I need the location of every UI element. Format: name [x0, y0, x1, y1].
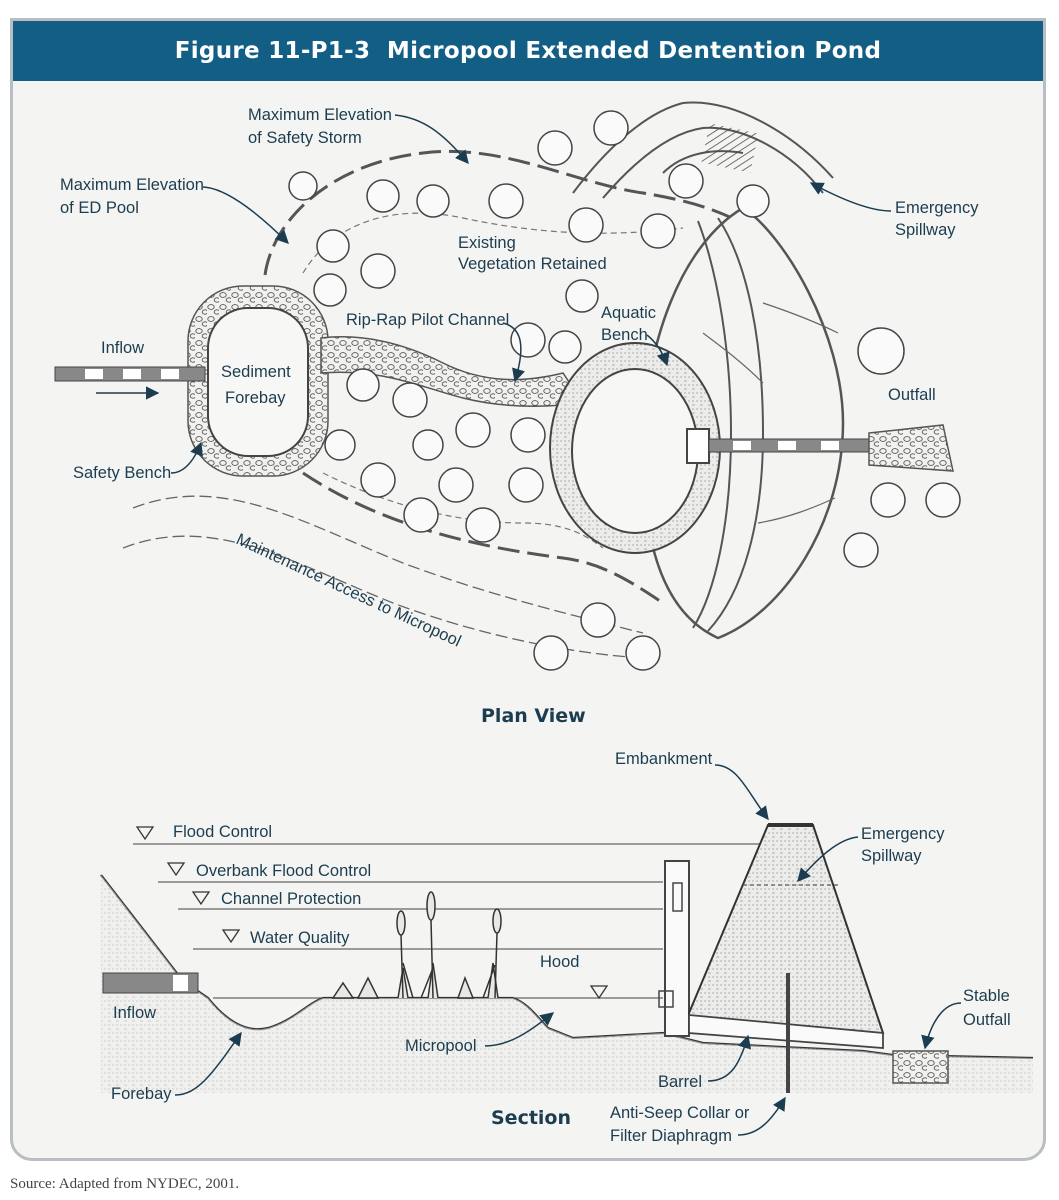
outlet-barrel-joint2 — [778, 441, 796, 450]
label-max-safety-2: of Safety Storm — [248, 129, 362, 147]
label-safety-bench: Safety Bench — [73, 464, 171, 482]
spillway-hatch — [701, 123, 759, 173]
arrow-antiseep — [737, 1096, 786, 1136]
micropool-plan — [571, 368, 699, 534]
label-channel: Channel Protection — [221, 890, 361, 908]
safety-storm-boundary — [263, 149, 764, 276]
arrow-max-ed — [202, 186, 289, 244]
arrow-barrel — [707, 1034, 752, 1082]
label-outfall-plan: Outfall — [888, 386, 936, 404]
label-forebay: Forebay — [111, 1085, 172, 1103]
embankment-plan-inner2 — [692, 220, 733, 629]
inflow-pipe-joint1 — [85, 369, 103, 379]
maintenance-road-a — [132, 495, 644, 634]
embankment-plan-inner — [707, 217, 765, 632]
label-sediment-2: Forebay — [225, 389, 286, 407]
label-maintenance: Maintenance Access to Micropool — [233, 530, 463, 650]
label-emergency-1: Emergency — [895, 199, 979, 217]
label-stable-2: Outfall — [963, 1011, 1011, 1029]
label-emergency-section-1: Emergency — [861, 825, 945, 843]
label-hood: Hood — [540, 953, 579, 971]
label-aquatic-2: Bench — [601, 326, 648, 344]
section-title: Section — [491, 1107, 571, 1129]
label-max-ed-1: Maximum Elevation — [60, 176, 204, 194]
outlet-riser — [686, 428, 710, 464]
riser — [664, 860, 690, 1037]
label-max-ed-2: of ED Pool — [60, 199, 139, 217]
label-stable-1: Stable — [963, 987, 1010, 1005]
riser-orifice — [672, 882, 683, 912]
label-inflow-plan: Inflow — [101, 339, 144, 357]
embankment-arc3 — [702, 332, 764, 384]
arrow-safety-bench — [170, 441, 203, 474]
label-riprap: Rip-Rap Pilot Channel — [346, 311, 509, 329]
arrow-aquatic — [646, 334, 670, 367]
arrow-max-safety — [394, 114, 469, 165]
outlet-barrel-joint3 — [821, 441, 839, 450]
label-emergency-section-2: Spillway — [861, 847, 922, 865]
plan-view-title: Plan View — [481, 705, 586, 727]
figure-title: Figure 11-P1-3 Micropool Extended Denten… — [174, 38, 882, 64]
arrow-stable — [921, 1002, 962, 1050]
inflow-pipe-joint3 — [161, 369, 179, 379]
forebay-pool — [207, 307, 309, 457]
label-water-quality: Water Quality — [250, 929, 350, 947]
label-flood-control: Flood Control — [173, 823, 272, 841]
outfall-riprap — [868, 424, 954, 472]
label-existing-2: Vegetation Retained — [458, 255, 607, 273]
label-aquatic-1: Aquatic — [601, 304, 656, 322]
trees — [288, 110, 961, 671]
hood-box — [658, 990, 674, 1008]
plan-view: Maximum Elevation of Safety Storm Maximu… — [54, 101, 979, 727]
figure-frame: Figure 11-P1-3 Micropool Extended Denten… — [10, 18, 1046, 1161]
inflow-pipe-joint2 — [123, 369, 141, 379]
label-micropool: Micropool — [405, 1037, 477, 1055]
label-max-safety-1: Maximum Elevation — [248, 106, 392, 124]
label-existing-1: Existing — [458, 234, 516, 252]
label-barrel: Barrel — [658, 1073, 702, 1091]
arrow-micropool — [484, 1012, 555, 1047]
section-view: Embankment Emergency Spillway Flood Cont… — [100, 750, 1034, 1145]
outlet-barrel-joint1 — [733, 441, 751, 450]
spillway-outline-inner — [602, 126, 824, 199]
embankment-arc1 — [762, 302, 839, 334]
label-antiseep-1: Anti-Seep Collar or — [610, 1104, 750, 1122]
stable-outfall-riprap — [892, 1050, 949, 1084]
pond-diagram: Maximum Elevation of Safety Storm Maximu… — [54, 101, 1034, 1145]
label-emergency-2: Spillway — [895, 221, 956, 239]
label-sediment-1: Sediment — [221, 363, 291, 381]
label-antiseep-2: Filter Diaphragm — [610, 1127, 732, 1145]
label-inflow-section: Inflow — [113, 1004, 156, 1022]
arrow-emergency-section — [797, 836, 859, 883]
wetland-plants — [331, 891, 502, 999]
label-overbank: Overbank Flood Control — [196, 862, 371, 880]
figure-header: Figure 11-P1-3 Micropool Extended Denten… — [13, 21, 1043, 81]
arrow-forebay — [174, 1031, 242, 1096]
inflow-pipe-section-joint — [173, 975, 188, 991]
arrow-emergency — [809, 182, 892, 212]
arrow-embankment — [714, 764, 769, 821]
label-embankment: Embankment — [615, 750, 713, 768]
water-level-triangles — [135, 826, 609, 1000]
safety-storm-boundary-lower — [302, 471, 664, 605]
ground-fill — [101, 875, 1033, 1093]
arrow-riprap — [502, 322, 525, 383]
spillway-outline — [572, 101, 834, 194]
embankment-arc2 — [757, 497, 836, 524]
source-note: Source: Adapted from NYDEC, 2001. — [10, 1176, 240, 1192]
